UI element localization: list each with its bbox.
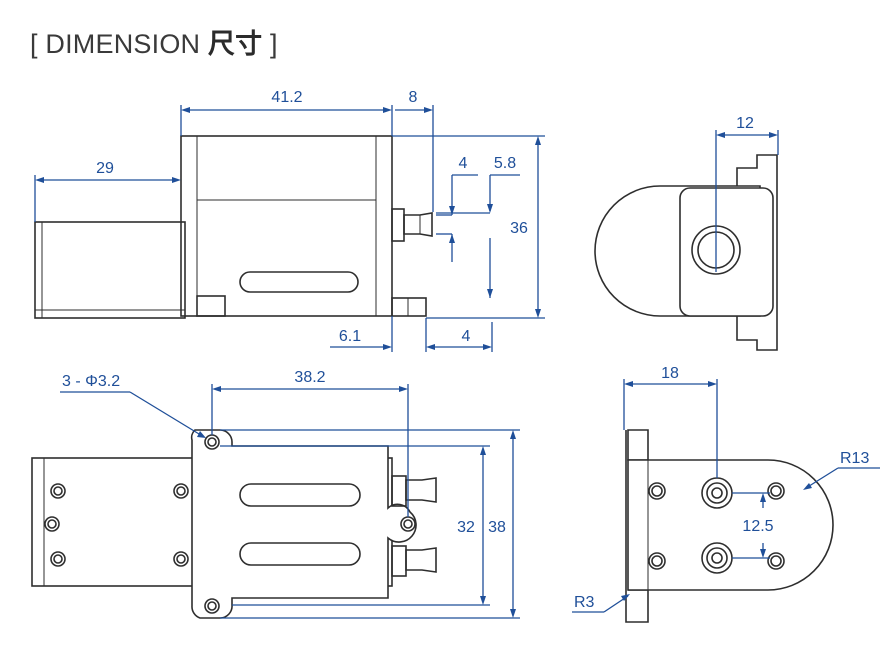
dim-29: 29 — [96, 160, 114, 177]
front-flange — [736, 154, 778, 351]
title-bracket-close: ] — [270, 29, 278, 59]
motor-body — [34, 221, 186, 319]
dim-4-top: 4 — [459, 155, 468, 172]
top-slot-1 — [239, 483, 361, 507]
top-nozzle-2 — [405, 547, 437, 573]
dim-12: 12 — [736, 115, 754, 132]
front-cover — [679, 187, 774, 317]
dim-18: 18 — [661, 365, 679, 382]
dim-12-5: 12.5 — [742, 518, 773, 535]
dim-36: 36 — [510, 220, 528, 237]
page-title: [ DIMENSION 尺寸 ] — [30, 22, 278, 61]
rear-body — [627, 459, 834, 591]
title-chinese: 尺寸 — [207, 29, 263, 60]
rear-view: 18 12.5 R13 R3 — [572, 365, 880, 623]
dim-5-8: 5.8 — [494, 155, 516, 172]
dim-r13: R13 — [840, 450, 869, 467]
dim-38-2: 38.2 — [294, 369, 325, 386]
base-block-left — [196, 295, 226, 317]
front-view: 12 — [594, 115, 779, 351]
dim-41-2: 41.2 — [271, 89, 302, 106]
dim-4-bottom: 4 — [462, 328, 471, 345]
top-view: 3 - Φ3.2 38.2 32 38 — [31, 369, 520, 619]
side-view: 41.2 8 29 4 5.8 36 — [34, 89, 545, 352]
dim-hole-spec: 3 - Φ3.2 — [62, 373, 120, 390]
side-nozzle — [403, 212, 433, 237]
pump-head — [180, 135, 393, 317]
base-block-right — [391, 297, 427, 317]
top-flange-plate — [190, 429, 417, 619]
top-slot-2 — [239, 542, 361, 566]
dim-r3: R3 — [574, 594, 595, 611]
dim-6-1: 6.1 — [339, 328, 361, 345]
dim-8: 8 — [409, 89, 418, 106]
dim-32: 32 — [457, 519, 475, 536]
flange-hole-bottom — [204, 598, 220, 614]
dim-38: 38 — [488, 519, 506, 536]
side-slot — [239, 271, 359, 293]
top-nozzle-1 — [405, 477, 437, 503]
side-nozzle-base — [391, 208, 405, 242]
title-text: DIMENSION — [45, 29, 201, 59]
title-bracket-open: [ — [30, 29, 38, 59]
